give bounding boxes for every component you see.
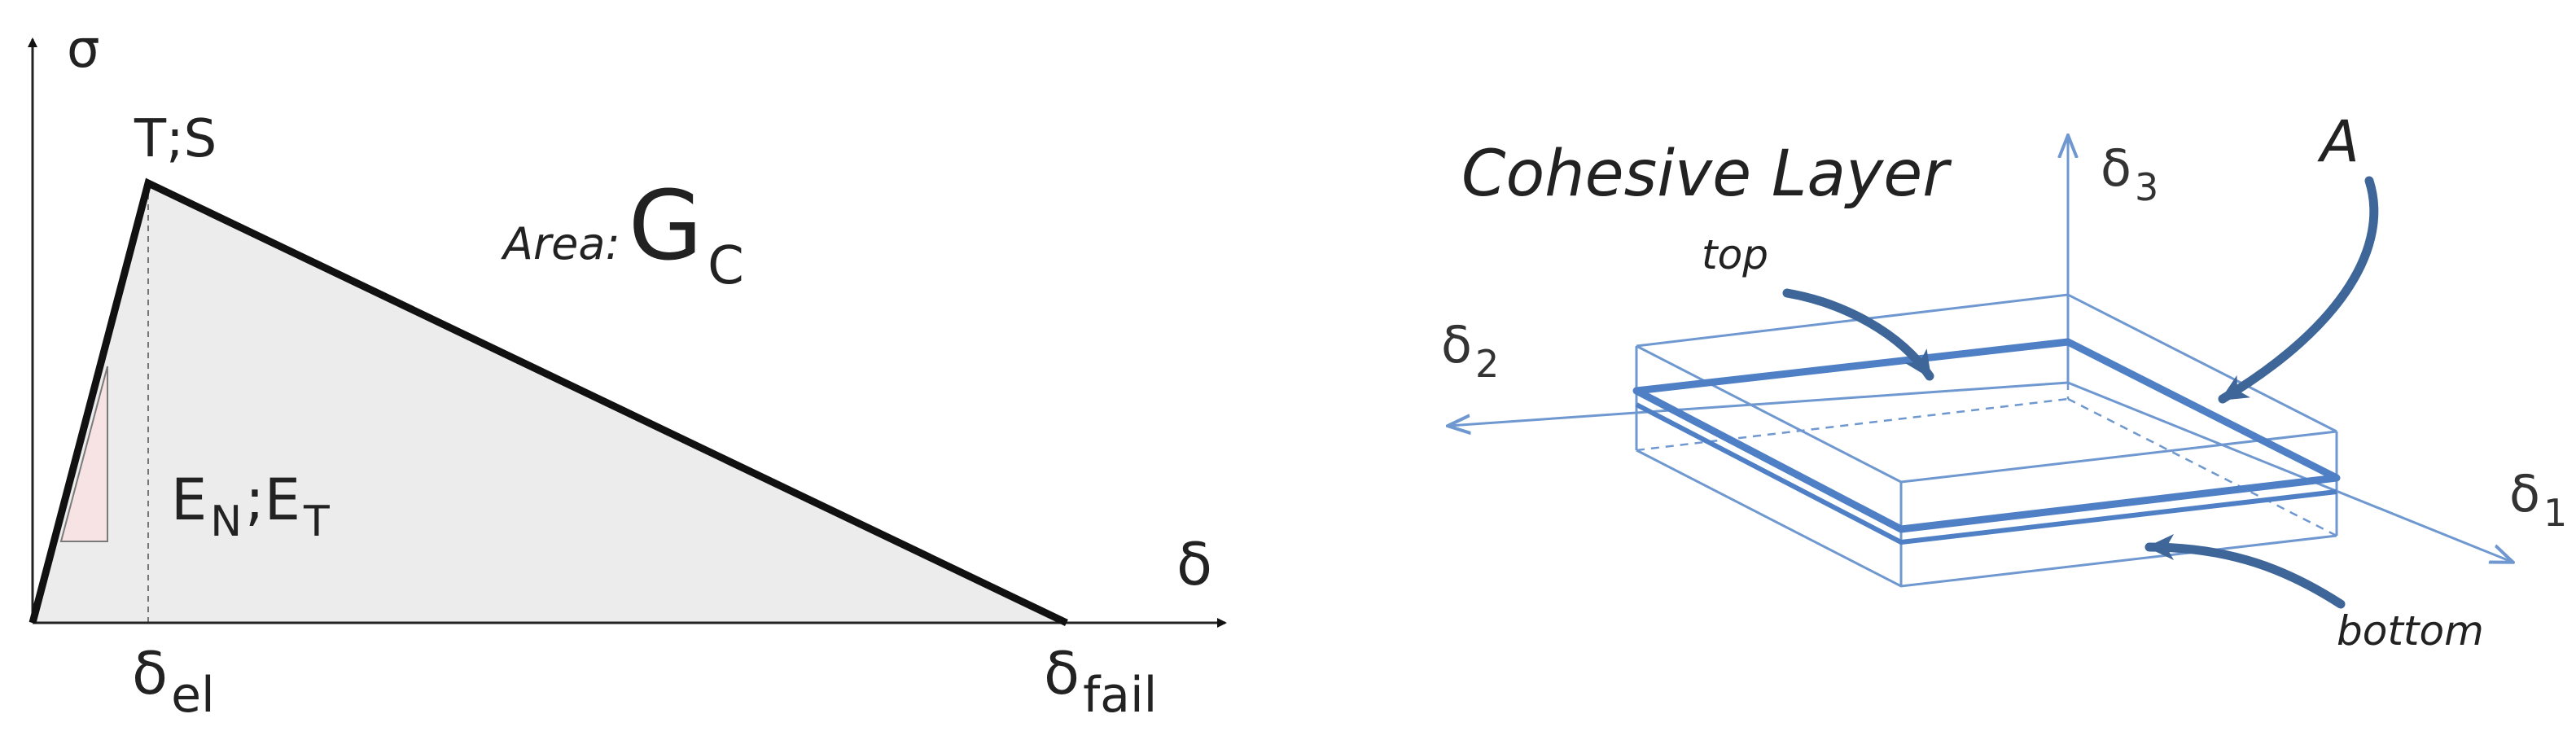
sigma-axis-label: σ [67,20,100,80]
top-label: top [1702,231,1768,278]
delta-fail-tick-label: δ fail [1044,639,1157,724]
delta-2-axis [1449,381,2069,426]
A-arrow [2218,176,2379,404]
stiffness-label: E N ;E T [171,466,330,546]
bottom-label: bottom [2337,607,2484,655]
cohesive-layer-diagram: Cohesive Layer top bottom A δ 3 δ 2 δ 1 [1441,108,2567,655]
bottom-surface-front [1635,402,2337,545]
area-label: Area: G C [501,169,744,296]
bottom-arrow [2144,534,2346,609]
peak-strength-label: T;S [134,109,217,169]
A-label: A [2317,108,2359,175]
traction-law-curve [28,177,1068,627]
delta-1-axis [2067,381,2512,562]
stiffness-triangle [59,366,108,542]
delta-2-label: δ 2 [1441,315,1499,386]
layer-box-thin [1635,293,2338,588]
delta-1-label: δ 1 [2509,464,2567,535]
delta-3-label: δ 3 [2101,138,2158,209]
energy-area [33,183,1067,623]
traction-separation-diagram: σ δ T;S Area: G C E N ;E T δ el δ fail [28,20,1227,724]
delta-el-tick-label: δ el [132,639,215,724]
top-surface [1632,338,2341,533]
cohesive-layer-title: Cohesive Layer [1461,138,1952,211]
delta-axis-label: δ [1176,530,1212,598]
layer-box-hidden-edges [1636,338,2337,537]
top-arrow [1782,288,1934,381]
